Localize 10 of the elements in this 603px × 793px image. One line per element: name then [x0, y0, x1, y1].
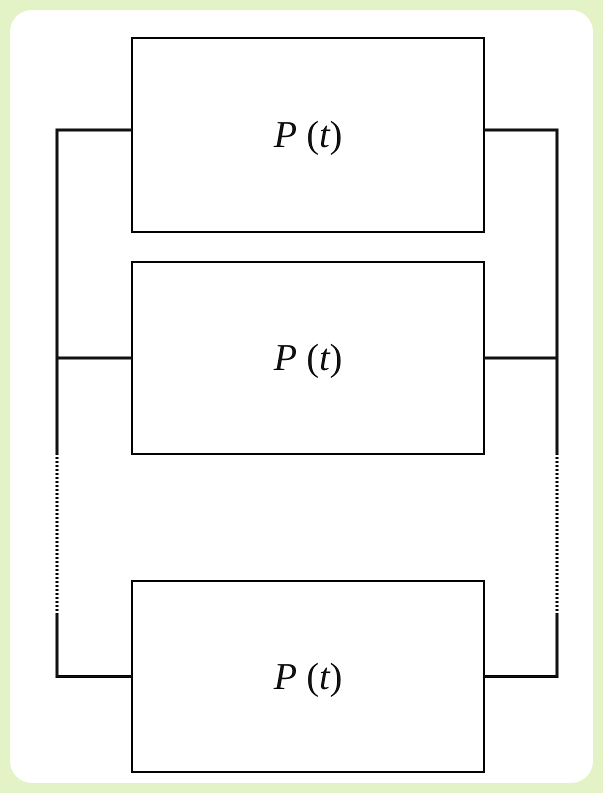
component-box: [131, 580, 485, 773]
probability-label: P (t): [274, 113, 342, 157]
probability-label: P (t): [274, 654, 342, 698]
connector-line: [56, 356, 131, 678]
component-box: [131, 261, 485, 455]
connector-line: [485, 128, 558, 360]
probability-label: P (t): [274, 336, 342, 380]
connector-line: [485, 356, 558, 678]
connector-line: [56, 128, 131, 360]
component-box: [131, 37, 485, 233]
